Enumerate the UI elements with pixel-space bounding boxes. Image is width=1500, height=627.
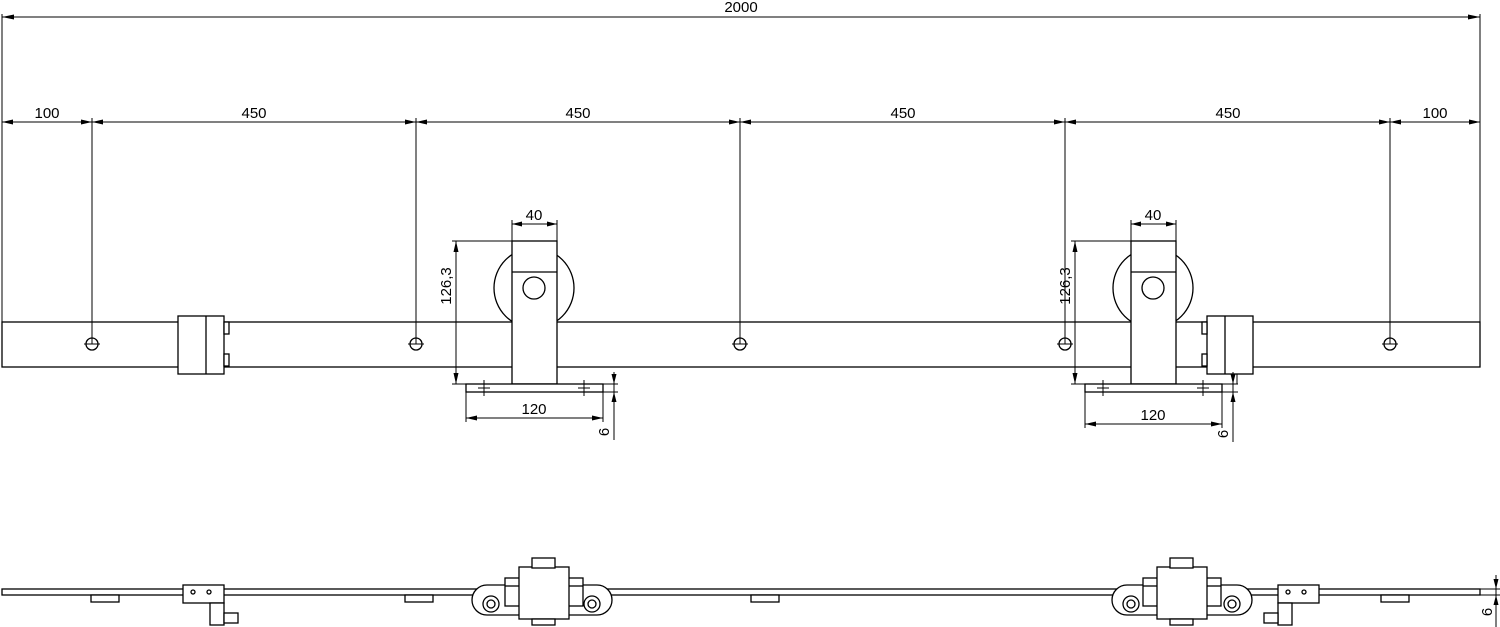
stopper-right-front: [1201, 315, 1254, 384]
hanger-base-plate: [465, 383, 604, 393]
stopper-right-side: [1263, 584, 1320, 626]
hole-spacing-dimensions: 100 450 450 450 450 100: [2, 105, 1480, 344]
segment-label-1: 100: [34, 105, 59, 122]
mounting-holes: [84, 337, 1398, 351]
axle-bolt: [1141, 276, 1165, 300]
segment-label-3: 450: [565, 105, 590, 122]
hanger-left: 40 126,3 120 6: [438, 207, 618, 440]
hanger-base-plate: [1084, 383, 1223, 393]
hanger-left-side: [471, 557, 613, 626]
rail-side-view: [1, 588, 1481, 596]
hanger-right: 40 126,3 120 6: [1057, 207, 1238, 442]
segment-label-5: 450: [1215, 105, 1240, 122]
segment-label-4: 450: [890, 105, 915, 122]
hanger-right-base-label: 120: [1140, 407, 1165, 424]
hanger-left-width-label: 40: [526, 207, 543, 224]
hanger-left-thickness-label: 6: [596, 428, 613, 436]
mounting-hole: [732, 337, 748, 351]
mounting-hole: [1057, 337, 1073, 351]
spacer: [750, 594, 780, 603]
overall-dimension: 2000: [1, 0, 1481, 322]
mounting-hole: [1382, 337, 1398, 351]
mounting-hole: [408, 337, 424, 351]
hanger-right-thickness-label: 6: [1215, 430, 1232, 438]
hanger-left-height-label: 126,3: [438, 267, 455, 305]
spacer: [90, 594, 120, 603]
side-thickness-dimension: 6: [1479, 575, 1500, 627]
overall-length-label: 2000: [724, 0, 757, 16]
spacer: [1380, 594, 1410, 603]
hanger-right-width-label: 40: [1145, 207, 1162, 224]
hanger-right-side: [1111, 557, 1253, 626]
hanger-right-height-label: 126,3: [1057, 267, 1074, 305]
stopper-left-front: [177, 315, 230, 375]
hanger-left-base-label: 120: [521, 401, 546, 418]
axle-bolt: [522, 276, 546, 300]
segment-label-6: 100: [1422, 105, 1447, 122]
mounting-hole: [84, 337, 100, 351]
segment-label-2: 450: [241, 105, 266, 122]
spacer: [404, 594, 434, 603]
side-view: 6: [1, 557, 1500, 627]
stopper-left-side: [182, 584, 239, 626]
side-thickness-label: 6: [1479, 608, 1496, 616]
rail-front-view: [1, 321, 1481, 368]
